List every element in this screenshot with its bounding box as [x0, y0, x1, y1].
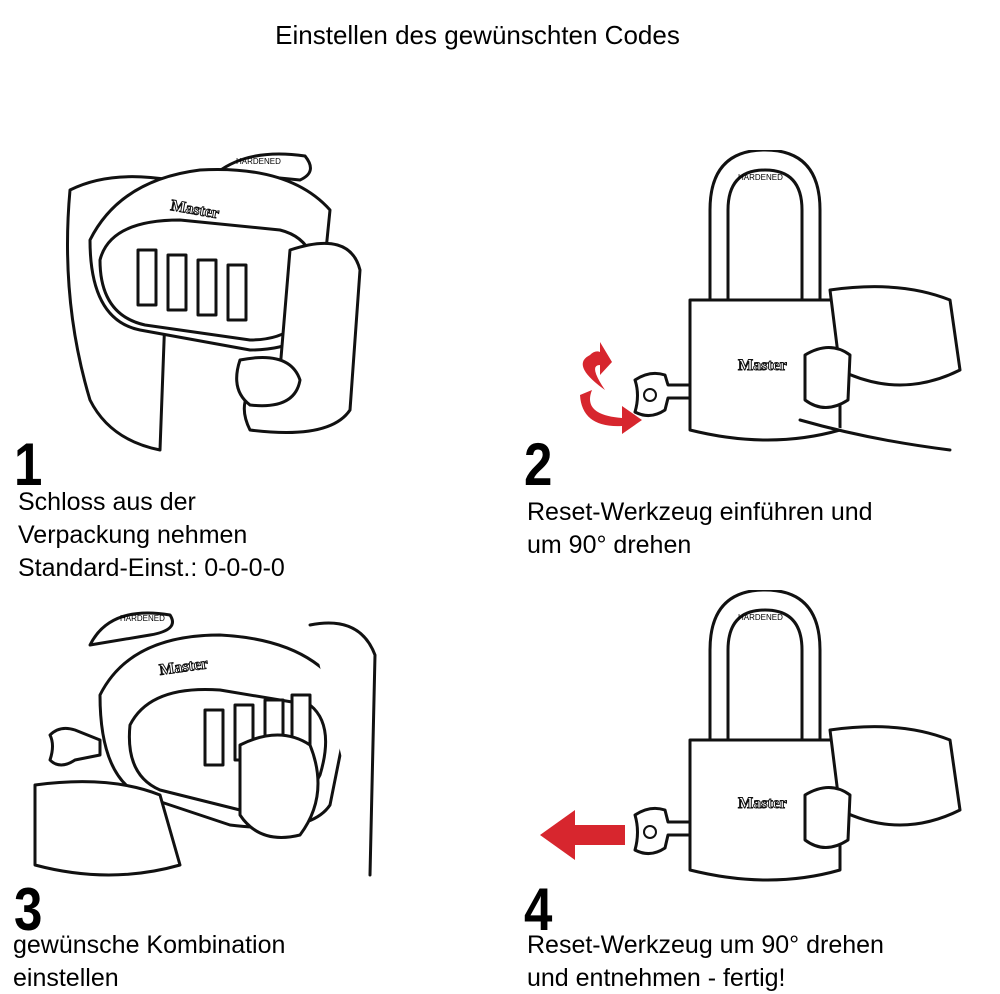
combination-dials: [136, 248, 248, 322]
step2-text: Reset-Werkzeug einführen und um 90° dreh…: [527, 496, 873, 562]
brand-logo: Master: [738, 795, 787, 812]
step3-text: gewünsche Kombination einstellen: [13, 929, 285, 994]
shackle-label: HARDENED: [120, 614, 165, 623]
step4-number: 4: [524, 876, 553, 943]
step3-number: 3: [14, 876, 43, 943]
step1-line: Verpackung nehmen: [18, 521, 248, 549]
step1-number: 1: [14, 431, 43, 498]
step2-line: um 90° drehen: [527, 531, 692, 559]
shackle-label: HARDENED: [738, 173, 783, 182]
step3-illustration: HARDENED Master: [33, 611, 377, 877]
step4-line: Reset-Werkzeug um 90° drehen: [527, 931, 884, 959]
step4-illustration: HARDENED Master: [540, 590, 962, 882]
step3-line: einstellen: [13, 964, 119, 992]
rotate-arrow-icon: [580, 342, 642, 434]
step2-number: 2: [524, 431, 553, 498]
step2-illustration: HARDENED Master: [580, 150, 962, 452]
step1-line: Schloss aus der: [18, 488, 196, 516]
step1-illustration: HARDENED Master: [66, 152, 362, 452]
step3-line: gewünsche Kombination: [13, 931, 286, 959]
step4-text: Reset-Werkzeug um 90° drehen und entnehm…: [527, 929, 884, 994]
shackle-label: HARDENED: [236, 157, 281, 166]
step4-line: und entnehmen - fertig!: [527, 964, 786, 992]
step2-line: Reset-Werkzeug einführen und: [527, 498, 873, 526]
step1-text: Schloss aus der Verpackung nehmen Standa…: [18, 486, 285, 585]
reset-tool: [48, 726, 102, 767]
pull-arrow-icon: [540, 810, 625, 860]
step1-line: Standard-Einst.: 0-0-0-0: [18, 554, 285, 582]
page-title: Einstellen des gewünschten Codes: [275, 20, 680, 50]
shackle-label: HARDENED: [738, 613, 783, 622]
reset-tool: [633, 371, 692, 417]
reset-tool: [633, 806, 692, 855]
brand-logo: Master: [738, 357, 787, 374]
